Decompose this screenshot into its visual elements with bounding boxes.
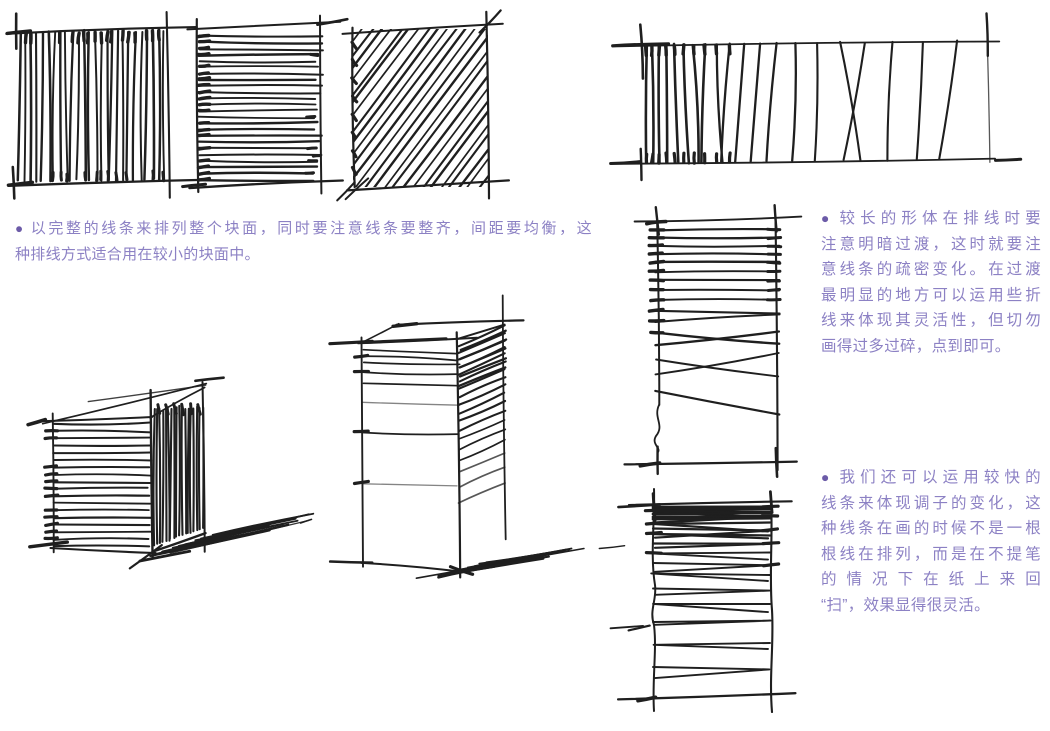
caption-line: 的情况下在纸上来回 xyxy=(821,571,1041,589)
sweep-stroke-rect xyxy=(609,488,797,714)
caption-line: ●较长的形体在排线时要 xyxy=(821,210,1041,227)
box-front-side-shadow xyxy=(26,376,315,570)
caption-right-top: ●较长的形体在排线时要注意明暗过渡，这时就要注意线条的疏密变化。在过渡最明显的地… xyxy=(821,206,1041,360)
square-horizontal-hatch xyxy=(181,14,349,195)
caption-left: ●以完整的线条来排列整个块面，同时要注意线条要整齐，间距要均衡，这种排线方式适合… xyxy=(15,216,592,268)
caption-line: 注意明暗过渡，这时就要注 xyxy=(821,235,1041,253)
caption-line: “扫”，效果显得很灵活。 xyxy=(821,596,990,614)
wide-rect-density-gradient xyxy=(609,12,1023,182)
bullet-icon: ● xyxy=(15,221,26,236)
bullet-icon: ● xyxy=(821,210,835,226)
caption-line: 种排线方式适合用在较小的块面中。 xyxy=(15,246,260,263)
caption-right-bottom: ●我们还可以运用较快的线条来体现调子的变化，这种线条在画的时候不是一根根线在排列… xyxy=(821,465,1041,619)
caption-line: ●以完整的线条来排列整个块面，同时要注意线条要整齐，间距要均衡，这 xyxy=(15,220,592,237)
caption-line: 根线在排列，而是在不提笔 xyxy=(821,545,1041,563)
caption-line: 线条来体现调子的变化，这 xyxy=(821,494,1041,512)
square-diagonal-hatch xyxy=(336,9,510,202)
caption-line: 意线条的疏密变化。在过渡 xyxy=(821,261,1041,279)
caption-line: 线来体现其灵活性，但切勿 xyxy=(821,312,1041,330)
square-vertical-hatch xyxy=(5,11,204,200)
caption-line: 最明显的地方可以运用些折 xyxy=(821,286,1041,304)
caption-line: 画得过多过碎，点到即可。 xyxy=(821,337,1011,355)
tall-box-gradient-side xyxy=(328,294,626,579)
tall-rect-tone-transition xyxy=(623,204,803,478)
bullet-icon: ● xyxy=(821,469,835,485)
caption-line: ●我们还可以运用较快的 xyxy=(821,469,1041,486)
caption-line: 种线条在画的时候不是一根 xyxy=(821,520,1041,538)
